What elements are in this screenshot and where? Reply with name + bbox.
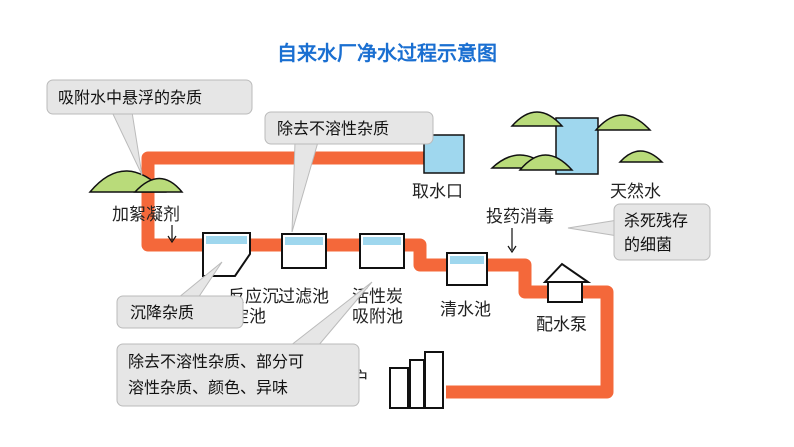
diagram-title: 自来水厂净水过程示意图	[277, 41, 497, 65]
disinfection: 投药消毒	[486, 207, 554, 254]
callout-kill-text-1: 杀死残存	[624, 211, 688, 230]
callout-adsorb: 吸附水中悬浮的杂质	[46, 79, 253, 176]
pump-house: 配水泵	[536, 262, 592, 335]
label-filter: 过滤池	[278, 287, 329, 307]
callout-settle: 沉降杂质	[116, 261, 244, 329]
callout-settle-text: 沉降杂质	[130, 303, 194, 322]
water-pipe	[141, 151, 614, 399]
label-coagulant: 加絮凝剂	[112, 205, 180, 225]
pump-house-icon	[542, 262, 592, 283]
callout-carbon: 除去不溶性杂质、部分可 溶性杂质、颜色、异味	[116, 281, 373, 407]
label-carbon-2: 吸附池	[352, 307, 403, 327]
building-icon	[555, 117, 599, 175]
label-pump: 配水泵	[536, 315, 587, 335]
callout-kill-bacteria: 杀死残存 的细菌	[567, 203, 711, 261]
intake: 取水口	[412, 134, 465, 202]
callout-remove-insoluble: 除去不溶性杂质	[264, 111, 434, 233]
callout-kill-text-2: 的细菌	[624, 235, 672, 254]
label-clear-water: 清水池	[440, 300, 491, 320]
callout-carbon-text-1: 除去不溶性杂质、部分可	[128, 352, 304, 371]
natural-water-scene: 天然水	[490, 111, 664, 202]
filter-tank: 过滤池	[278, 233, 329, 307]
callout-carbon-text-2: 溶性杂质、颜色、异味	[128, 378, 288, 397]
building-icon	[389, 367, 409, 409]
callout-remove-insoluble-text: 除去不溶性杂质	[277, 119, 389, 138]
label-natural-water: 天然水	[610, 182, 661, 202]
carbon-tank: 活性炭 吸附池	[352, 233, 405, 327]
tree-icon	[490, 111, 664, 171]
clear-water-tank: 清水池	[440, 252, 491, 320]
callout-adsorb-text: 吸附水中悬浮的杂质	[58, 88, 202, 107]
label-disinfect: 投药消毒	[486, 207, 554, 227]
coagulant-tree: 加絮凝剂	[88, 170, 184, 244]
label-carbon-1: 活性炭	[352, 287, 403, 307]
label-intake: 取水口	[412, 182, 463, 202]
